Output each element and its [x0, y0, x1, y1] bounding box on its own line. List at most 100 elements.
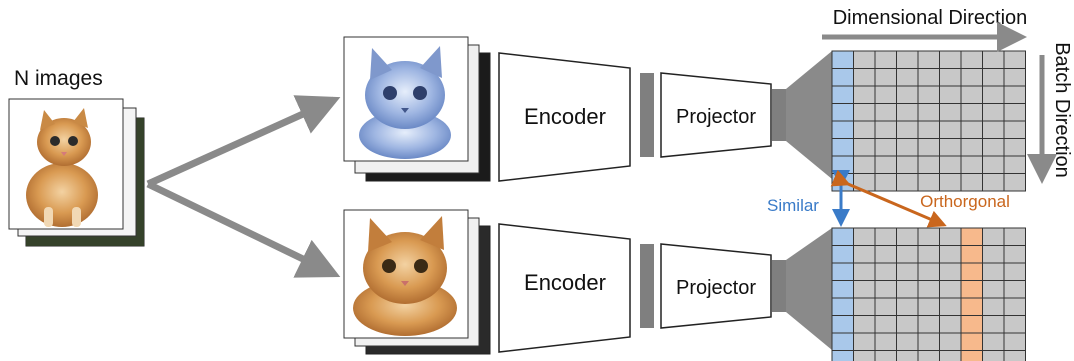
matrix-cell [939, 68, 962, 87]
matrix-cell [917, 227, 940, 246]
matrix-cell [874, 315, 897, 334]
encoder-bottom: Encoder [498, 223, 631, 353]
matrix-cell [939, 332, 962, 351]
matrix-cell [960, 103, 983, 122]
matrix-cell [874, 245, 897, 264]
matrix-cell [960, 350, 983, 361]
matrix-cell [896, 350, 919, 361]
matrix-cell [1003, 138, 1026, 157]
matrix-cell [853, 85, 876, 104]
matrix-cell [960, 120, 983, 139]
matrix-cell [831, 120, 854, 139]
matrix-cell [874, 297, 897, 316]
matrix-cell [917, 138, 940, 157]
matrix-cell [896, 50, 919, 69]
matrix-cell [831, 103, 854, 122]
matrix-cell [917, 280, 940, 299]
matrix-cell [831, 297, 854, 316]
matrix-cell [874, 120, 897, 139]
matrix-cell [853, 280, 876, 299]
matrix-cell [939, 245, 962, 264]
batch-direction-label: Batch Direction [1051, 42, 1073, 178]
matrix-cell [939, 297, 962, 316]
matrix-cell [960, 50, 983, 69]
matrix-cell [1003, 227, 1026, 246]
matrix-cell [1003, 262, 1026, 281]
encoder-top: Encoder [498, 52, 631, 182]
matrix-cell [960, 332, 983, 351]
matrix-cell [831, 138, 854, 157]
matrix-cell [896, 262, 919, 281]
matrix-cell [896, 103, 919, 122]
matrix-cell [960, 262, 983, 281]
matrix-cell [917, 50, 940, 69]
orthogonal-arrow [830, 169, 947, 228]
matrix-cell [982, 155, 1005, 174]
matrix-cell [1003, 173, 1026, 192]
matrix-cell [896, 155, 919, 174]
matrix-cell [917, 315, 940, 334]
matrix-cell [939, 350, 962, 361]
matrix-cell [917, 120, 940, 139]
matrix-cell [874, 103, 897, 122]
matrix-cell [853, 138, 876, 157]
matrix-cell [960, 297, 983, 316]
matrix-cell [874, 155, 897, 174]
matrix-cell [1003, 68, 1026, 87]
matrix-cell [853, 120, 876, 139]
matrix-cell [874, 173, 897, 192]
matrix-cell [896, 245, 919, 264]
matrix-cell [1003, 103, 1026, 122]
matrix-cell [939, 280, 962, 299]
matrix-cell [896, 332, 919, 351]
n-images-label: N images [14, 67, 103, 90]
augmented-image-top [343, 36, 491, 182]
matrix-cell [831, 50, 854, 69]
matrix-cell [960, 85, 983, 104]
matrix-cell [853, 315, 876, 334]
matrix-cell [917, 297, 940, 316]
matrix-cell [1003, 120, 1026, 139]
matrix-cell [982, 245, 1005, 264]
matrix-cell [917, 103, 940, 122]
matrix-cell [831, 280, 854, 299]
matrix-cell [917, 262, 940, 281]
matrix-cell [982, 120, 1005, 139]
matrix-cell [853, 103, 876, 122]
matrix-cell [982, 262, 1005, 281]
matrix-cell [853, 155, 876, 174]
matrix-cell [896, 85, 919, 104]
matrix-cell [939, 138, 962, 157]
matrix-cell [960, 245, 983, 264]
matrix-cell [982, 50, 1005, 69]
encoder-top-label: Encoder [524, 104, 606, 129]
matrix-cell [982, 315, 1005, 334]
matrix-cell [982, 280, 1005, 299]
augmented-image-bottom [343, 209, 491, 355]
matrix-cell [831, 155, 854, 174]
matrix-cell [1003, 85, 1026, 104]
matrix-cell [896, 297, 919, 316]
matrix-cell [982, 103, 1005, 122]
matrix-cell [1003, 315, 1026, 334]
matrix-cell [831, 245, 854, 264]
matrix-cell [831, 315, 854, 334]
matrix-cell [896, 120, 919, 139]
matrix-cell [874, 85, 897, 104]
matrix-cell [982, 350, 1005, 361]
matrix-cell [874, 68, 897, 87]
cat-photo-large [353, 216, 457, 336]
matrix-cell [831, 332, 854, 351]
matrix-cell [1003, 155, 1026, 174]
matrix-cell [982, 68, 1005, 87]
matrix-cell [939, 227, 962, 246]
matrix-cell [874, 227, 897, 246]
matrix-cell [896, 227, 919, 246]
matrix-cell [917, 245, 940, 264]
encoder-bottom-label: Encoder [524, 270, 606, 295]
matrix-cell [853, 50, 876, 69]
matrix-cell [831, 227, 854, 246]
matrix-cell [1003, 332, 1026, 351]
matrix-cell [853, 297, 876, 316]
encoder-top-output-bar [640, 73, 654, 157]
